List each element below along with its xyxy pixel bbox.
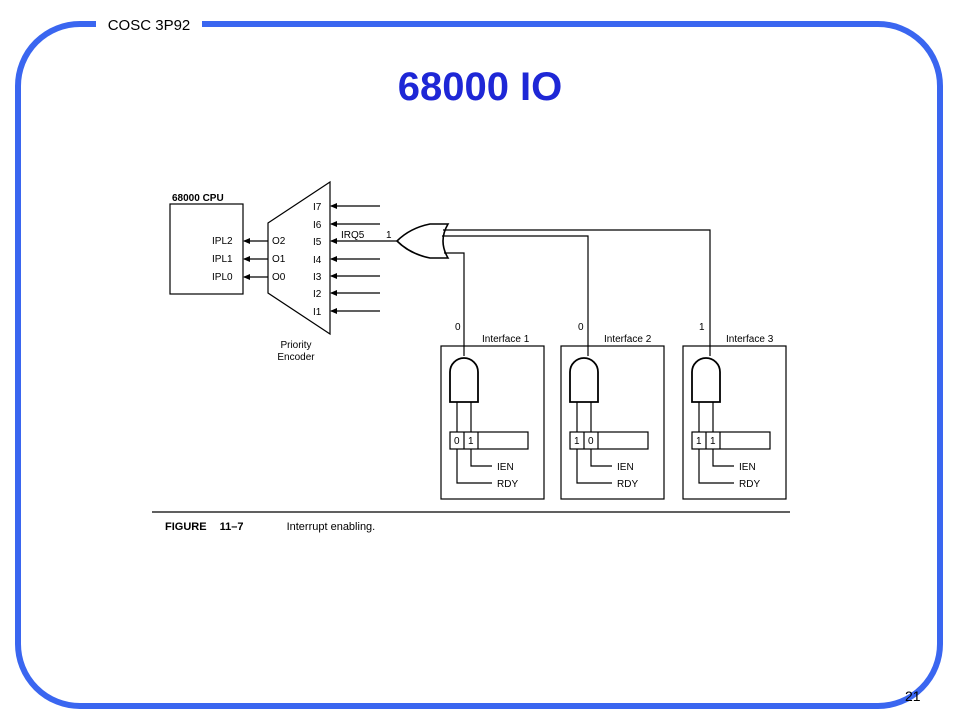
interface-1-bit-ien: 1 <box>468 436 474 447</box>
interface-1-bit-rdy: 0 <box>454 436 460 447</box>
or-gate <box>395 223 450 259</box>
course-label: COSC 3P92 <box>96 17 202 35</box>
caption-label: FIGURE <box>165 521 207 533</box>
wire-interface-2 <box>442 235 589 356</box>
encoder-in-i2: I2 <box>313 289 322 300</box>
interface-2-ien-label: IEN <box>617 462 634 473</box>
interface-2-output: 0 <box>578 322 584 333</box>
cpu-label: 68000 CPU <box>172 193 224 204</box>
interface-3-ien-label: IEN <box>739 462 756 473</box>
cpu-pin-ipl2: IPL2 <box>212 236 233 247</box>
interface-2-bit-rdy: 1 <box>574 436 580 447</box>
slide-title: 68000 IO <box>397 65 563 109</box>
interface-1-ien-label: IEN <box>497 462 514 473</box>
cpu-pin-ipl0: IPL0 <box>212 272 233 283</box>
encoder-out-o2: O2 <box>272 236 286 247</box>
interface-2-bit-ien: 0 <box>588 436 594 447</box>
priority-encoder <box>267 180 331 336</box>
interface-2-rdy-label: RDY <box>617 479 638 490</box>
encoder-label-line2: Encoder <box>277 352 315 363</box>
wire-interface-1 <box>444 252 465 356</box>
interface-3-name: Interface 3 <box>726 334 774 345</box>
interface-3-bit-rdy: 1 <box>696 436 702 447</box>
interface-1-output: 0 <box>455 322 461 333</box>
interface-3-rdy-label: RDY <box>739 479 760 490</box>
encoder-out-o0: O0 <box>272 272 286 283</box>
encoder-in-i5: I5 <box>313 237 322 248</box>
interface-1-name: Interface 1 <box>482 334 530 345</box>
page-number: 21 <box>905 688 921 704</box>
caption-text: Interrupt enabling. <box>286 521 376 533</box>
encoder-label-line1: Priority <box>280 340 311 351</box>
encoder-in-i7: I7 <box>313 202 322 213</box>
encoder-in-i1: I1 <box>313 307 322 318</box>
figure-caption: FIGURE 11–7 Interrupt enabling. <box>165 521 375 533</box>
interface-1-rdy-label: RDY <box>497 479 518 490</box>
interface-2-name: Interface 2 <box>604 334 652 345</box>
encoder-out-o1: O1 <box>272 254 286 265</box>
encoder-in-i6: I6 <box>313 220 322 231</box>
interface-3-output: 1 <box>699 322 705 333</box>
interface-2: Interface 2 1 0 IEN RDY <box>560 334 665 500</box>
irq-label: IRQ5 <box>341 230 365 241</box>
interface-3: Interface 3 1 1 IEN RDY <box>682 334 787 500</box>
encoder-in-i3: I3 <box>313 272 322 283</box>
interface-3-bit-ien: 1 <box>710 436 716 447</box>
cpu-pin-ipl1: IPL1 <box>212 254 233 265</box>
caption-number: 11–7 <box>219 521 244 533</box>
interface-1: Interface 1 0 1 IEN RDY <box>440 334 545 500</box>
irq-value: 1 <box>386 230 392 241</box>
encoder-in-i4: I4 <box>313 255 322 266</box>
wire-interface-3 <box>443 229 711 356</box>
cpu-box <box>169 203 244 295</box>
